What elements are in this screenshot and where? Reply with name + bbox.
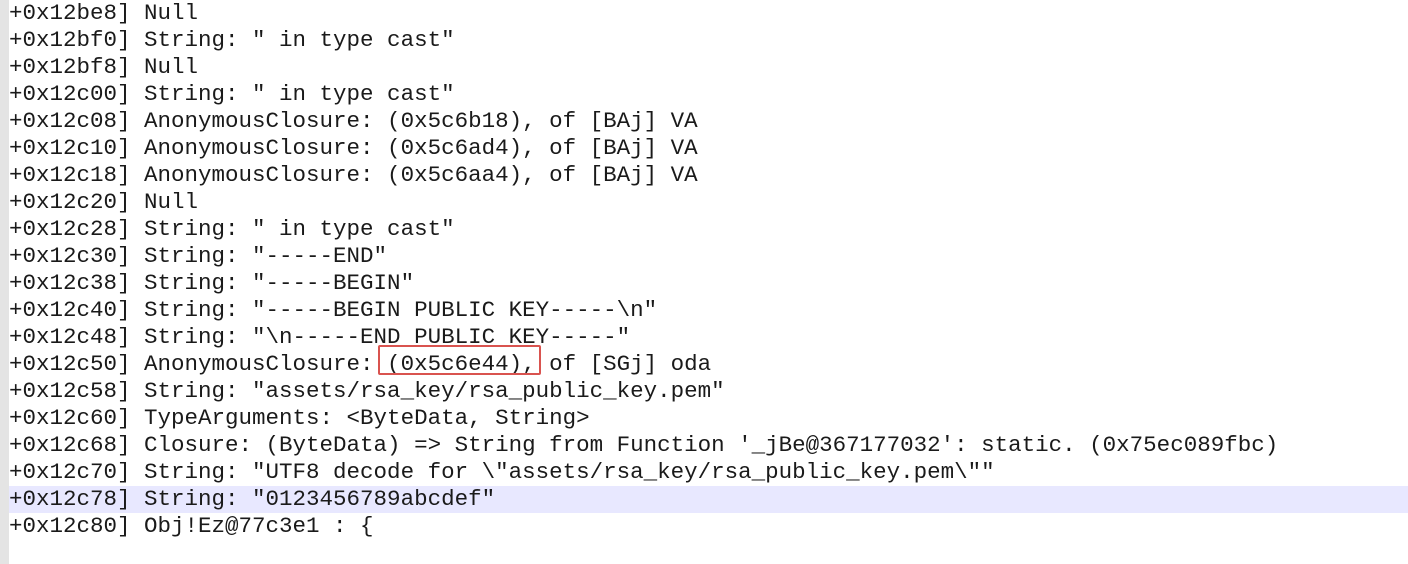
code-line[interactable]: +0x12c18] AnonymousClosure: (0x5c6aa4), … bbox=[9, 162, 698, 188]
code-line[interactable]: +0x12be8] Null bbox=[9, 0, 199, 26]
code-line[interactable]: +0x12c10] AnonymousClosure: (0x5c6ad4), … bbox=[9, 135, 698, 161]
code-line[interactable]: +0x12c48] String: "\n-----END PUBLIC KEY… bbox=[9, 324, 631, 350]
code-line[interactable]: +0x12c70] String: "UTF8 decode for \"ass… bbox=[9, 459, 995, 485]
code-line[interactable]: +0x12c40] String: "-----BEGIN PUBLIC KEY… bbox=[9, 297, 658, 323]
code-line[interactable]: +0x12c68] Closure: (ByteData) => String … bbox=[9, 432, 1279, 458]
code-line[interactable]: +0x12c60] TypeArguments: <ByteData, Stri… bbox=[9, 405, 590, 431]
code-line[interactable]: +0x12c08] AnonymousClosure: (0x5c6b18), … bbox=[9, 108, 698, 134]
code-line[interactable]: +0x12c58] String: "assets/rsa_key/rsa_pu… bbox=[9, 378, 725, 404]
code-line[interactable]: +0x12c20] Null bbox=[9, 189, 199, 215]
code-line[interactable]: +0x12c00] String: " in type cast" bbox=[9, 81, 455, 107]
code-line[interactable]: +0x12c30] String: "-----END" bbox=[9, 243, 388, 269]
code-line[interactable]: +0x12bf0] String: " in type cast" bbox=[9, 27, 455, 53]
current-line[interactable]: +0x12c78] String: "0123456789abcdef" bbox=[9, 486, 1408, 513]
editor-gutter bbox=[0, 0, 9, 564]
code-line[interactable]: +0x12c50] AnonymousClosure: (0x5c6e44), … bbox=[9, 351, 712, 377]
code-line[interactable]: +0x12c38] String: "-----BEGIN" bbox=[9, 270, 415, 296]
code-line[interactable]: +0x12c80] Obj!Ez@77c3e1 : { bbox=[9, 513, 374, 539]
text-editor[interactable]: +0x12be8] Null +0x12bf0] String: " in ty… bbox=[9, 0, 1408, 564]
code-line[interactable]: +0x12c28] String: " in type cast" bbox=[9, 216, 455, 242]
code-line[interactable]: +0x12bf8] Null bbox=[9, 54, 199, 80]
